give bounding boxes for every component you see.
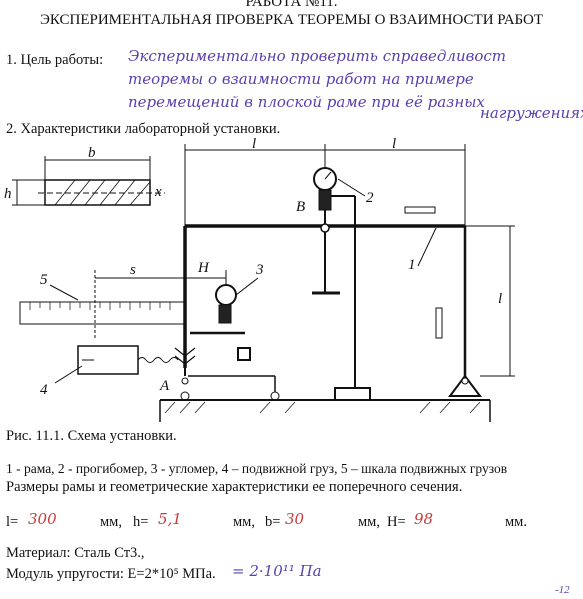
param-h-unit: мм, [233, 514, 255, 530]
cross-section [12, 156, 165, 206]
param-h-label: h= [133, 514, 149, 530]
support-right [448, 374, 482, 397]
param-h-value: 5,1 [158, 510, 182, 528]
legend: 1 - рама, 2 - прогибомер, 3 - угломер, 4… [6, 461, 508, 476]
section2-label: 2. Характеристики лабораторной установки… [6, 121, 281, 137]
frame [183, 144, 515, 377]
label-l-left: l [252, 138, 256, 152]
label-B: B [296, 199, 305, 215]
label-1: 1 [408, 257, 416, 273]
param-l-unit: мм, [100, 514, 122, 530]
param-H-unit: мм. [505, 514, 527, 530]
modulus-line: Модуль упругости: E=2*10⁵ МПа. [6, 566, 216, 582]
goal-label: 1. Цель работы: [6, 52, 104, 68]
goal-hand-line-2: теоремы о взаимности работ на примере [128, 70, 474, 88]
label-b: b [88, 145, 96, 161]
material-line: Материал: Сталь Ст3., [6, 545, 145, 561]
label-l-vert: l [498, 291, 502, 307]
param-b-value: 30 [285, 510, 305, 528]
moving-weight [54, 345, 179, 384]
label-3: 3 [255, 262, 264, 278]
param-b-unit: мм, [358, 514, 380, 530]
deflection-gauge [312, 167, 371, 401]
label-A: A [159, 378, 170, 394]
goal-hand-line-3: перемещений в плоской раме при её разных [128, 93, 485, 111]
param-H-value: 98 [414, 510, 434, 528]
scale-ruler [19, 270, 186, 338]
figure-caption: Рис. 11.1. Схема установки. [6, 428, 177, 444]
param-l-label: l= [6, 514, 19, 530]
param-l-value: 300 [28, 510, 57, 528]
label-l-right: l [392, 138, 396, 152]
ground [159, 399, 491, 422]
page-title: ЭКСПЕРИМЕНТАЛЬНАЯ ПРОВЕРКА ТЕОРЕМЫ О ВЗА… [39, 12, 544, 28]
label-4: 4 [40, 382, 48, 398]
support-a [174, 347, 280, 401]
label-x: x [154, 184, 162, 200]
goal-hand-line-4: нагружениях [480, 104, 583, 122]
page-mark: -12 [555, 584, 570, 596]
label-h: h [4, 186, 12, 202]
label-H: H [197, 260, 210, 276]
inclinometer [185, 270, 259, 361]
work-number: РАБОТА №11. [245, 0, 338, 10]
label-s: s [130, 262, 136, 278]
label-5: 5 [40, 272, 48, 288]
modulus-hand-value: = 2·10¹¹ Па [232, 562, 322, 580]
setup-diagram: b h x l l l H s A B 1 2 3 4 5 [4, 138, 515, 422]
goal-hand-line-1: Экспериментально проверить справедливост [128, 47, 507, 65]
param-H-label: H= [387, 514, 406, 530]
param-b-label: b= [265, 514, 281, 530]
dimensions-title: Размеры рамы и геометрические характерис… [6, 479, 463, 495]
label-2: 2 [366, 190, 374, 206]
